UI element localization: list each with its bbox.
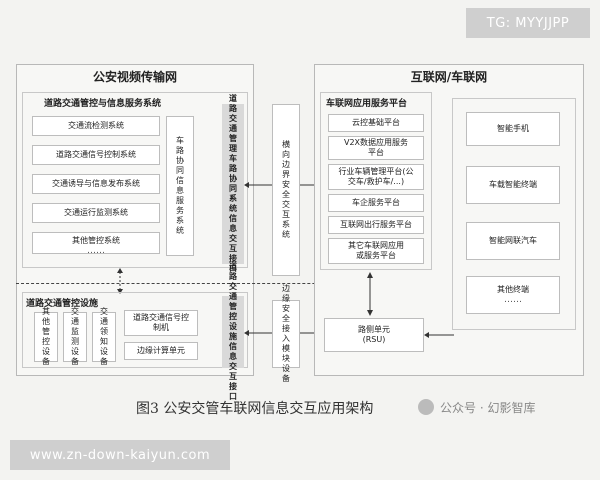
arrow-left-bottom-icon	[244, 330, 272, 336]
watermark-text: 公众号 · 幻影智库	[440, 400, 536, 415]
network-divider	[16, 283, 456, 284]
device-box-2: 交通监测设备	[63, 307, 87, 366]
right-panel-title: 互联网/车联网	[410, 70, 488, 84]
terminal-smartphone: 智能手机	[466, 112, 560, 146]
system-box-4: 交通运行监测系统	[32, 203, 160, 223]
boundary-security-system: 横向边界安全交互系统	[272, 104, 300, 276]
facility-interface-column: 道路交通管控设施信息交互接口	[222, 262, 244, 401]
left-bottom-section-title: 道路交通管控设施	[26, 299, 99, 309]
signal-controller-box: 道路交通信号控制机	[124, 310, 198, 336]
platform-rsu-arrow-icon	[367, 272, 373, 316]
top-right-tag: TG: MYYJJPP	[466, 8, 590, 38]
terminal-ellipsis-icon: ……	[504, 295, 522, 305]
terminals-section	[452, 98, 576, 330]
terminal-other-label: 其他终端	[497, 285, 529, 294]
edge-security-module: 边缘安全接入模块设备	[272, 284, 300, 383]
vehicle-road-interface-column: 道路交通管理车路协同系统信息交互接口	[222, 94, 244, 273]
system-box-3: 交通诱导与信息发布系统	[32, 174, 160, 194]
platform-item-1: 云控基础平台	[328, 114, 424, 132]
edge-compute-box: 边缘计算单元	[124, 342, 198, 360]
platform-section	[320, 92, 432, 270]
left-panel-title: 公安视频传输网	[92, 70, 177, 84]
bidirectional-arrow-icon	[117, 268, 123, 294]
terminal-onboard: 车载智能终端	[466, 166, 560, 204]
ellipsis-icon: ……	[87, 246, 105, 256]
platform-item-6: 其它车联网应用或服务平台	[328, 238, 424, 264]
platform-item-4: 车企服务平台	[328, 194, 424, 212]
left-bottom-section	[22, 292, 248, 368]
arrow-left-icon	[244, 182, 272, 188]
top-right-tag-text: TG: MYYJJPP	[486, 15, 570, 31]
platform-section-title: 车联网应用服务平台	[326, 99, 408, 109]
system-box-5: 其他管控系统 ……	[32, 232, 160, 256]
rsu-terminal-arrow-icon	[424, 332, 454, 338]
watermark: 公众号 · 幻影智库	[418, 398, 590, 416]
platform-item-2: V2X数据应用服务平台	[328, 136, 424, 160]
device-box-1: 其他管控设备	[34, 307, 58, 366]
terminal-other: 其他终端 ……	[466, 276, 560, 314]
bottom-left-tag-text: www.zn-down-kaiyun.com	[29, 447, 211, 463]
bottom-left-tag: www.zn-down-kaiyun.com	[10, 440, 230, 470]
rsu-label: 路侧单元	[358, 325, 390, 334]
platform-item-5: 互联网出行服务平台	[328, 216, 424, 234]
left-top-section-title: 道路交通管控与信息服务系统	[44, 99, 162, 109]
figure-caption: 图3 公安交管车联网信息交互应用架构	[136, 401, 374, 417]
left-top-section	[22, 92, 248, 268]
rsu-sub-label: (RSU)	[362, 335, 386, 344]
system-box-1: 交通流检测系统	[32, 116, 160, 136]
device-box-3: 交通领知设备	[92, 307, 116, 366]
terminal-connected-car: 智能网联汽车	[466, 222, 560, 260]
system-box-5-label: 其他管控系统	[72, 236, 120, 245]
platform-item-3: 行业车辆管理平台(公交车/救护车/...)	[328, 164, 424, 190]
side-system-box: 车路协同信息服务系统	[166, 116, 194, 256]
wechat-icon	[418, 399, 434, 415]
system-box-2: 道路交通信号控制系统	[32, 145, 160, 165]
rsu-box: 路侧单元 (RSU)	[324, 318, 424, 352]
